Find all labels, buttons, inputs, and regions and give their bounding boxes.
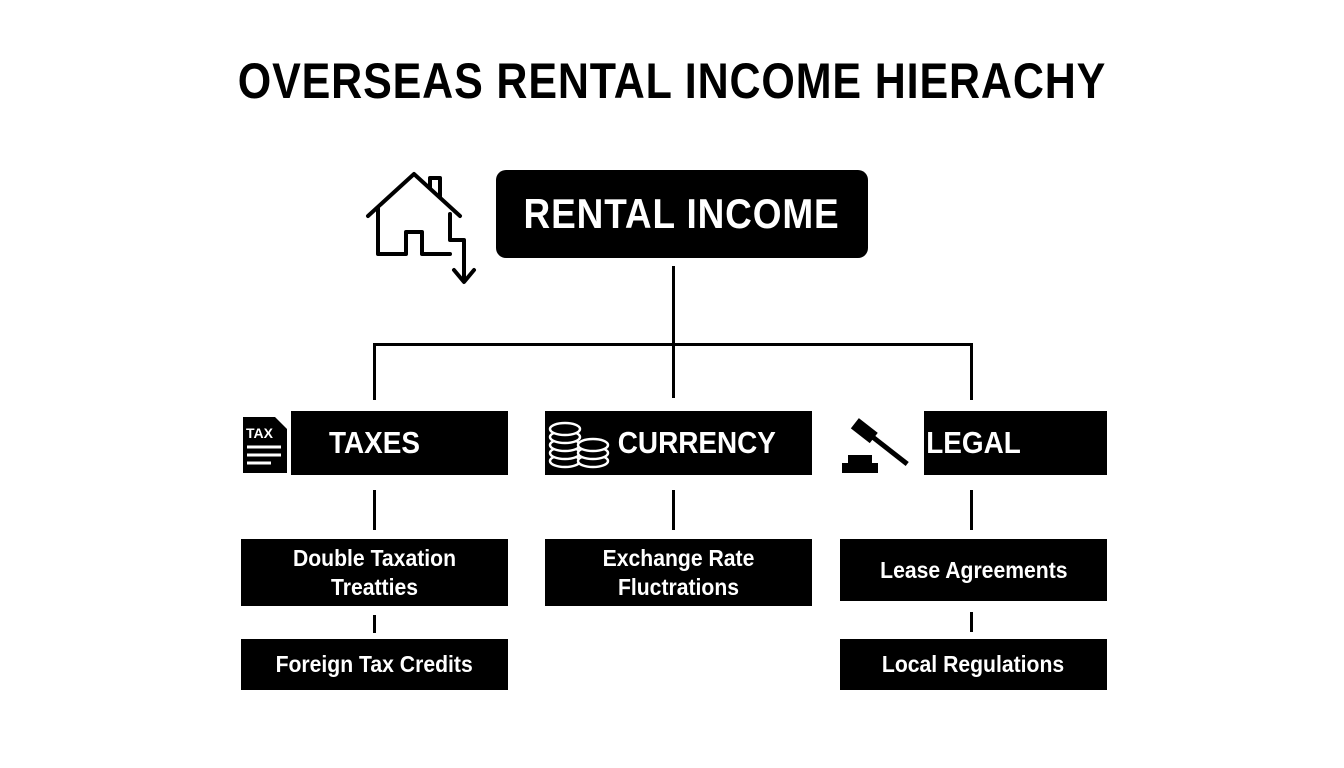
category-label-legal: LEGAL: [926, 425, 1021, 460]
leaf-local-regulations: Local Regulations: [840, 639, 1107, 690]
connector-legal-sub2: [970, 612, 973, 632]
connector-to-legal: [970, 343, 973, 400]
leaf-exchange-rate-fluctuations: Exchange Rate Fluctrations: [545, 539, 812, 606]
connector-root-trunk: [672, 266, 675, 398]
category-legal: LEGAL: [840, 411, 1107, 475]
category-label-taxes: TAXES: [329, 425, 420, 460]
house-arrow-icon: [366, 172, 476, 284]
connector-taxes-sub2: [373, 615, 376, 633]
leaf-foreign-tax-credits: Foreign Tax Credits: [241, 639, 508, 690]
connector-to-taxes: [373, 343, 376, 400]
diagram-title: OVERSEAS RENTAL INCOME HIERACHY: [237, 53, 1107, 109]
connector-horizontal: [373, 343, 973, 346]
category-label-currency: CURRENCY: [617, 425, 776, 460]
tax-icon-text: TAX: [246, 425, 274, 441]
connector-taxes-sub: [373, 490, 376, 530]
leaf-lease-agreements: Lease Agreements: [840, 539, 1107, 601]
connector-legal-sub: [970, 490, 973, 530]
root-label: RENTAL INCOME: [523, 190, 841, 237]
category-taxes: TAX TAXES: [241, 411, 508, 475]
gavel-icon: [840, 411, 924, 475]
tax-document-icon: TAX: [241, 411, 291, 475]
coin-stacks-icon: [548, 421, 610, 469]
category-currency: CURRENCY: [545, 411, 812, 475]
connector-currency-sub: [672, 490, 675, 530]
root-node-rental-income: RENTAL INCOME: [496, 170, 868, 258]
leaf-double-taxation-treaties: Double Taxation Treatties: [241, 539, 508, 606]
